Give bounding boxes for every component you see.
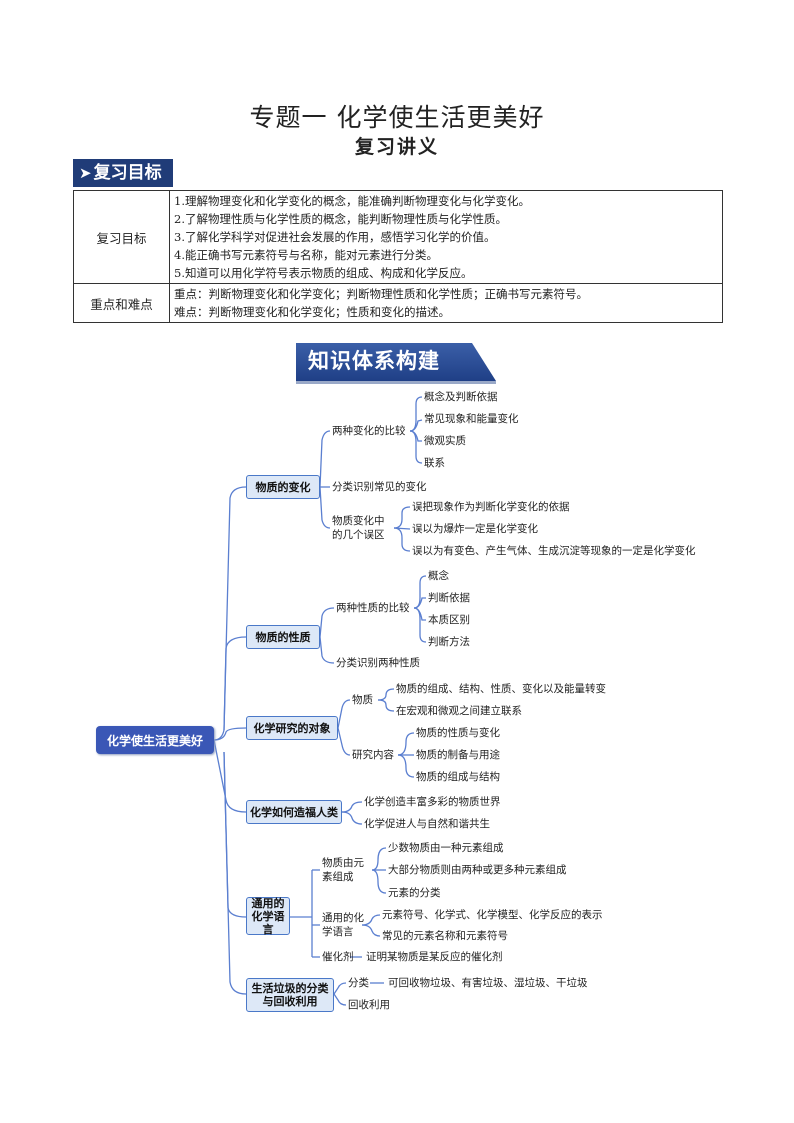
leaf: 常见现象和能量变化 — [424, 413, 519, 425]
branch-matter-change: 物质的变化 — [246, 475, 320, 499]
arrow-right-icon: ➤ — [79, 164, 92, 182]
branch-benefit-humanity: 化学如何造福人类 — [246, 800, 342, 824]
goal-item: 1.理解物理变化和化学变化的概念，能准确判断物理变化与化学变化。 — [174, 194, 530, 208]
node-classify-properties: 分类识别两种性质 — [336, 657, 420, 669]
goals-banner: ➤复习目标 — [73, 159, 173, 187]
branch-research-object: 化学研究的对象 — [246, 716, 338, 740]
goal-item: 2.了解物理性质与化学性质的概念，能判断物理性质与化学性质。 — [174, 212, 507, 226]
leaf: 物质的性质与变化 — [416, 727, 500, 739]
node-two-changes: 两种变化的比较 — [332, 425, 406, 437]
leaf: 联系 — [424, 457, 445, 469]
leaf: 物质的组成、结构、性质、变化以及能量转变 — [396, 683, 606, 695]
keypoint-item: 难点：判断物理变化和化学变化；性质和变化的描述。 — [174, 305, 450, 319]
keypoints-content-cell: 重点：判断物理变化和化学变化；判断物理性质和化学性质；正确书写元素符号。 难点：… — [169, 283, 723, 323]
node-chemical-language: 通用的化学语言 — [322, 912, 364, 938]
mindmap-root: 化学使生活更美好 — [96, 726, 214, 754]
leaf: 判断方法 — [428, 636, 470, 648]
leaf: 化学促进人与自然和谐共生 — [364, 818, 490, 830]
leaf: 物质的组成与结构 — [416, 771, 500, 783]
goal-item: 3.了解化学科学对促进社会发展的作用，感悟学习化学的价值。 — [174, 230, 496, 244]
leaf: 概念及判断依据 — [424, 391, 498, 403]
table-row: 重点和难点 重点：判断物理变化和化学变化；判断物理性质和化学性质；正确书写元素符… — [73, 283, 723, 323]
branch-garbage-sorting: 生活垃圾的分类与回收利用 — [246, 978, 334, 1012]
node-classify-changes: 分类识别常见的变化 — [332, 481, 427, 493]
branch-matter-property: 物质的性质 — [246, 625, 320, 649]
leaf: 微观实质 — [424, 435, 466, 447]
leaf: 元素的分类 — [388, 887, 441, 899]
goals-content-cell: 1.理解物理变化和化学变化的概念，能准确判断物理变化与化学变化。 2.了解物理性… — [169, 190, 723, 284]
leaf: 元素符号、化学式、化学模型、化学反应的表示 — [382, 909, 603, 921]
leaf: 误以为有变色、产生气体、生成沉淀等现象的一定是化学变化 — [412, 545, 696, 557]
node-element-composition: 物质由元素组成 — [322, 857, 364, 883]
leaf: 在宏观和微观之间建立联系 — [396, 705, 522, 717]
leaf: 概念 — [428, 570, 449, 582]
keypoint-item: 重点：判断物理变化和化学变化；判断物理性质和化学性质；正确书写元素符号。 — [174, 287, 588, 301]
node-matter: 物质 — [352, 694, 373, 706]
goal-item: 5.知道可以用化学符号表示物质的组成、构成和化学反应。 — [174, 266, 473, 280]
goals-header-cell: 复习目标 — [73, 190, 170, 284]
knowledge-banner-label: 知识体系构建 — [308, 349, 440, 373]
knowledge-banner: 知识体系构建 — [296, 343, 496, 384]
node-change-misconceptions: 物质变化中的几个误区 — [332, 515, 385, 541]
page-title: 专题一 化学使生活更美好 — [249, 103, 545, 132]
leaf: 化学创造丰富多彩的物质世界 — [364, 796, 501, 808]
leaf: 本质区别 — [428, 614, 470, 626]
goals-table: 复习目标 1.理解物理变化和化学变化的概念，能准确判断物理变化与化学变化。 2.… — [73, 190, 723, 323]
branch-chemical-language: 通用的化学语言 — [246, 897, 290, 936]
leaf: 误以为爆炸一定是化学变化 — [412, 523, 538, 535]
goals-banner-label: 复习目标 — [93, 163, 162, 183]
leaf: 物质的制备与用途 — [416, 749, 500, 761]
node-catalyst: 催化剂 — [322, 951, 354, 963]
leaf: 常见的元素名称和元素符号 — [382, 930, 508, 942]
leaf: 证明某物质是某反应的催化剂 — [366, 951, 503, 963]
page-subtitle: 复习讲义 — [354, 136, 439, 158]
node-classification: 分类 — [348, 977, 369, 989]
leaf: 大部分物质则由两种或更多种元素组成 — [388, 864, 567, 876]
leaf: 误把现象作为判断化学变化的依据 — [412, 501, 570, 513]
node-two-properties: 两种性质的比较 — [336, 602, 410, 614]
goal-item: 4.能正确书写元素符号与名称，能对元素进行分类。 — [174, 248, 438, 262]
leaf: 可回收物垃圾、有害垃圾、湿垃圾、干垃圾 — [388, 977, 588, 989]
node-recycling: 回收利用 — [348, 999, 390, 1011]
leaf: 判断依据 — [428, 592, 470, 604]
node-research-content: 研究内容 — [352, 749, 394, 761]
leaf: 少数物质由一种元素组成 — [388, 842, 504, 854]
table-row: 复习目标 1.理解物理变化和化学变化的概念，能准确判断物理变化与化学变化。 2.… — [73, 190, 723, 284]
